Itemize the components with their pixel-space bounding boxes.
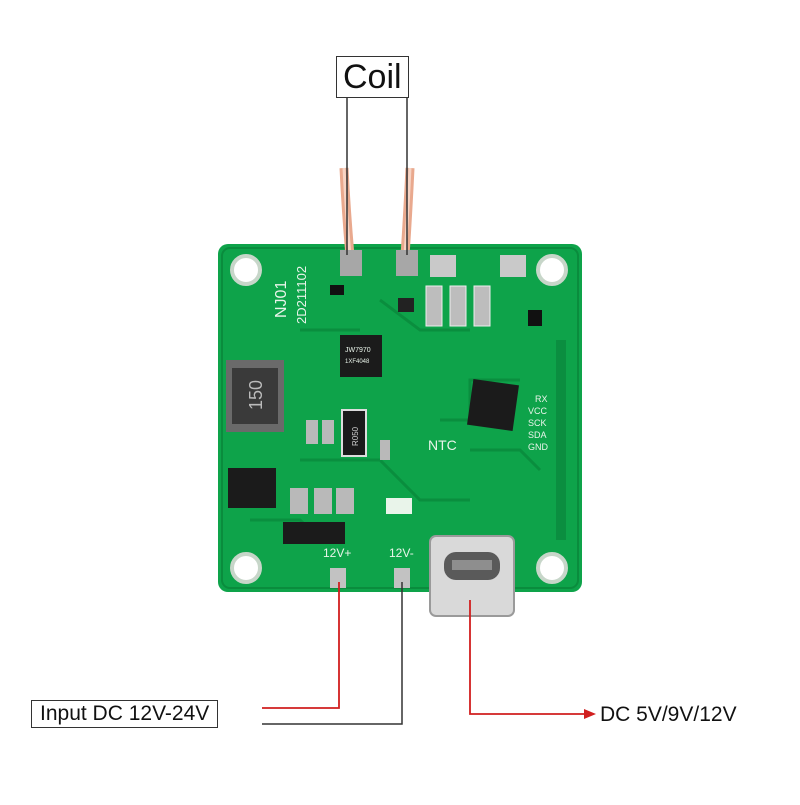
mounting-holes bbox=[230, 254, 568, 584]
output-label: DC 5V/9V/12V bbox=[600, 703, 737, 726]
usb-c-port bbox=[429, 535, 515, 617]
board-code: 2D211102 bbox=[294, 266, 309, 324]
inductor: 150 bbox=[226, 360, 284, 432]
output-leader bbox=[469, 600, 588, 715]
positive-terminal-pad bbox=[330, 568, 346, 588]
input-positive-leader bbox=[262, 582, 340, 709]
sense-resistor: R050 bbox=[341, 409, 367, 457]
svg-text:RX: RX bbox=[535, 394, 548, 404]
svg-text:JW7970: JW7970 bbox=[345, 347, 371, 354]
main-ic: JW7970 1XF4048 bbox=[340, 335, 382, 377]
negative-terminal-pad bbox=[394, 568, 410, 588]
output-arrowhead bbox=[584, 709, 596, 719]
mosfet-chip bbox=[228, 468, 276, 508]
input-negative-leader bbox=[262, 582, 403, 725]
diode bbox=[386, 498, 412, 514]
inductor-marking: 150 bbox=[246, 380, 266, 410]
svg-text:GND: GND bbox=[528, 442, 549, 452]
coil-label: Coil bbox=[336, 56, 409, 98]
negative-terminal-label: 12V- bbox=[389, 546, 414, 560]
svg-text:SDA: SDA bbox=[528, 430, 547, 440]
positive-terminal-label: 12V+ bbox=[323, 546, 351, 560]
board-model: NJ01 bbox=[273, 281, 290, 318]
ntc-label: NTC bbox=[428, 437, 457, 453]
capacitor-bank-top bbox=[425, 285, 491, 327]
microcontroller bbox=[467, 379, 519, 431]
header-pins: RX VCC SCK SDA GND bbox=[528, 340, 566, 540]
svg-text:SCK: SCK bbox=[528, 418, 547, 428]
svg-text:1XF4048: 1XF4048 bbox=[345, 359, 370, 365]
input-label: Input DC 12V-24V bbox=[31, 700, 219, 728]
svg-text:VCC: VCC bbox=[528, 406, 548, 416]
svg-text:R050: R050 bbox=[351, 426, 360, 446]
